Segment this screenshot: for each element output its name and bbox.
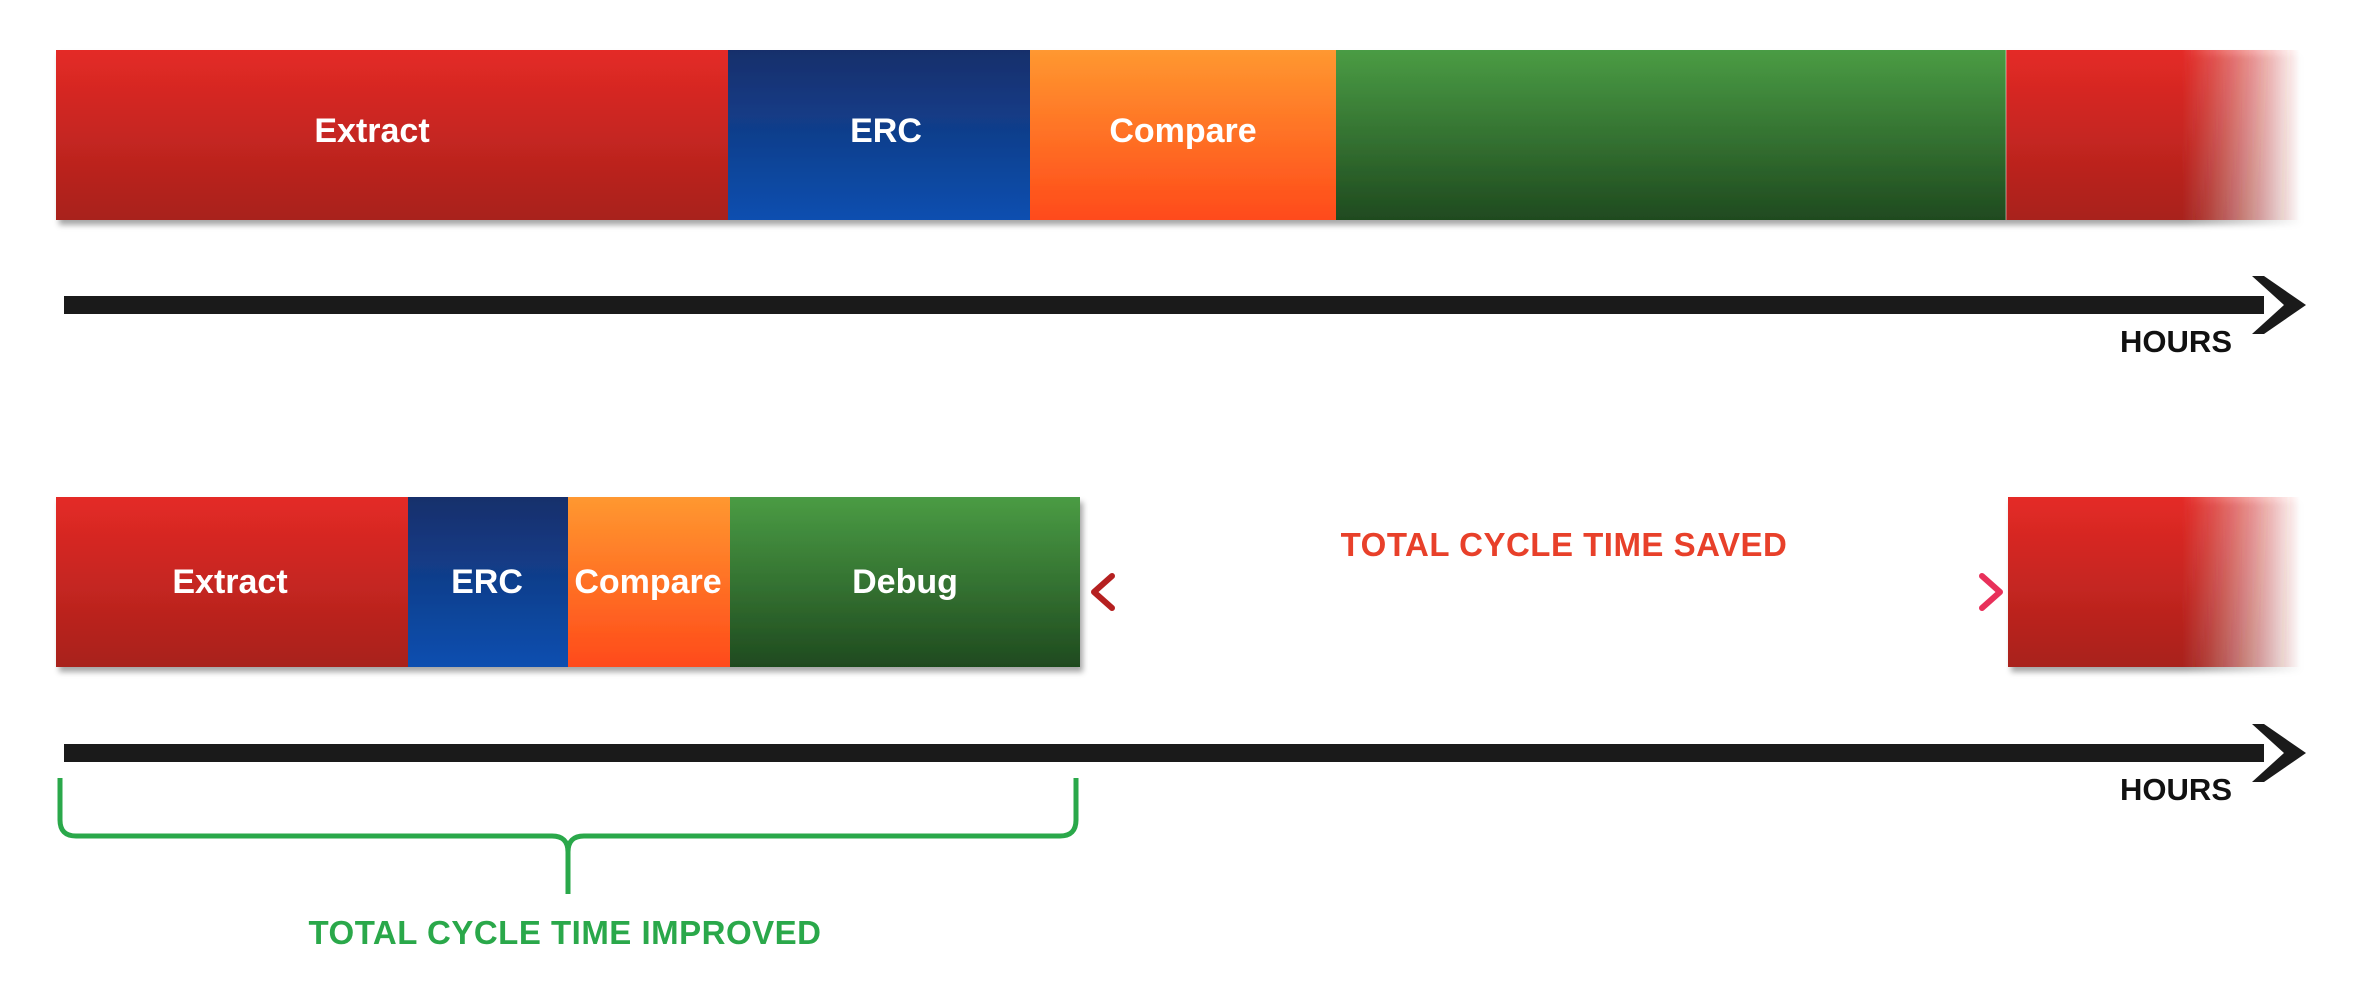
top-segment-debug bbox=[1336, 50, 2006, 220]
top-label-compare: Compare bbox=[1109, 112, 1256, 150]
top-segment-extract bbox=[56, 50, 728, 220]
cycle-time-improved-bracket bbox=[57, 778, 1079, 894]
top-label-extract: Extract bbox=[314, 112, 429, 150]
top-axis-label: HOURS bbox=[2120, 324, 2232, 359]
bottom-axis-arrowhead bbox=[2252, 724, 2306, 782]
top-axis-line bbox=[64, 296, 2264, 314]
bottom-segment-debug bbox=[730, 497, 1080, 667]
bottom-segment-extract-fade bbox=[2008, 497, 2300, 667]
bottom-label-erc: ERC bbox=[451, 563, 523, 601]
top-hours-axis: HOURS bbox=[64, 276, 2306, 359]
bottom-segments bbox=[56, 497, 2300, 667]
cycle-time-saved-label: TOTAL CYCLE TIME SAVED bbox=[1341, 526, 1788, 563]
bottom-label-debug: Debug bbox=[852, 563, 958, 601]
bottom-segment-extract bbox=[56, 497, 408, 667]
top-label-erc: ERC bbox=[850, 112, 922, 150]
bottom-label-compare: Compare bbox=[574, 563, 721, 601]
bottom-timeline: Extract ERC Compare Debug TOTAL CYCLE TI… bbox=[56, 497, 2306, 951]
cycle-time-saved-arrow-right bbox=[1979, 573, 2003, 611]
cycle-time-improved-indicator: TOTAL CYCLE TIME IMPROVED bbox=[57, 778, 1079, 951]
top-segment-extract-fade bbox=[2006, 50, 2300, 220]
bottom-hours-axis: HOURS bbox=[64, 724, 2306, 807]
top-timeline: Extract ERC Compare HOURS bbox=[56, 50, 2306, 359]
cycle-time-improved-label: TOTAL CYCLE TIME IMPROVED bbox=[308, 914, 821, 951]
bottom-label-extract: Extract bbox=[172, 563, 287, 601]
top-segment-compare bbox=[1030, 50, 1336, 220]
bottom-segment-compare bbox=[568, 497, 730, 667]
cycle-time-saved-indicator: TOTAL CYCLE TIME SAVED bbox=[1091, 526, 2003, 611]
bottom-segment-erc bbox=[408, 497, 568, 667]
cycle-time-saved-arrow-left bbox=[1091, 573, 1115, 611]
bottom-axis-line bbox=[64, 744, 2264, 762]
top-segments bbox=[56, 50, 2300, 220]
top-axis-arrowhead bbox=[2252, 276, 2306, 334]
bottom-axis-label: HOURS bbox=[2120, 772, 2232, 807]
top-segment-erc bbox=[728, 50, 1030, 220]
